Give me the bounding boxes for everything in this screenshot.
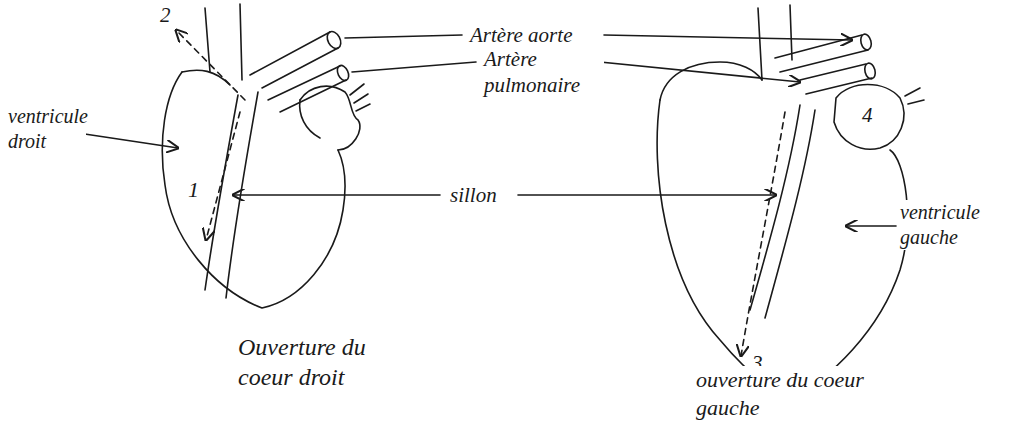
callout-number: 4 bbox=[860, 102, 875, 128]
part-name: Artère aorte bbox=[468, 22, 574, 48]
left-heart-drawing bbox=[657, 5, 924, 398]
callout-number: 1 bbox=[186, 176, 201, 204]
figure-caption: Ouverture du coeur droit bbox=[236, 332, 420, 392]
leader-lines bbox=[78, 35, 896, 226]
part-name: Artère pulmonaire bbox=[482, 46, 604, 99]
right-heart-drawing bbox=[162, 4, 370, 308]
callout-number: 2 bbox=[158, 2, 173, 28]
part-name: ventricule gauche bbox=[898, 200, 1006, 250]
figure-caption: ouverture du coeur gauche bbox=[694, 366, 888, 421]
part-name: ventricule droit bbox=[6, 104, 86, 154]
part-name: sillon bbox=[448, 182, 499, 208]
